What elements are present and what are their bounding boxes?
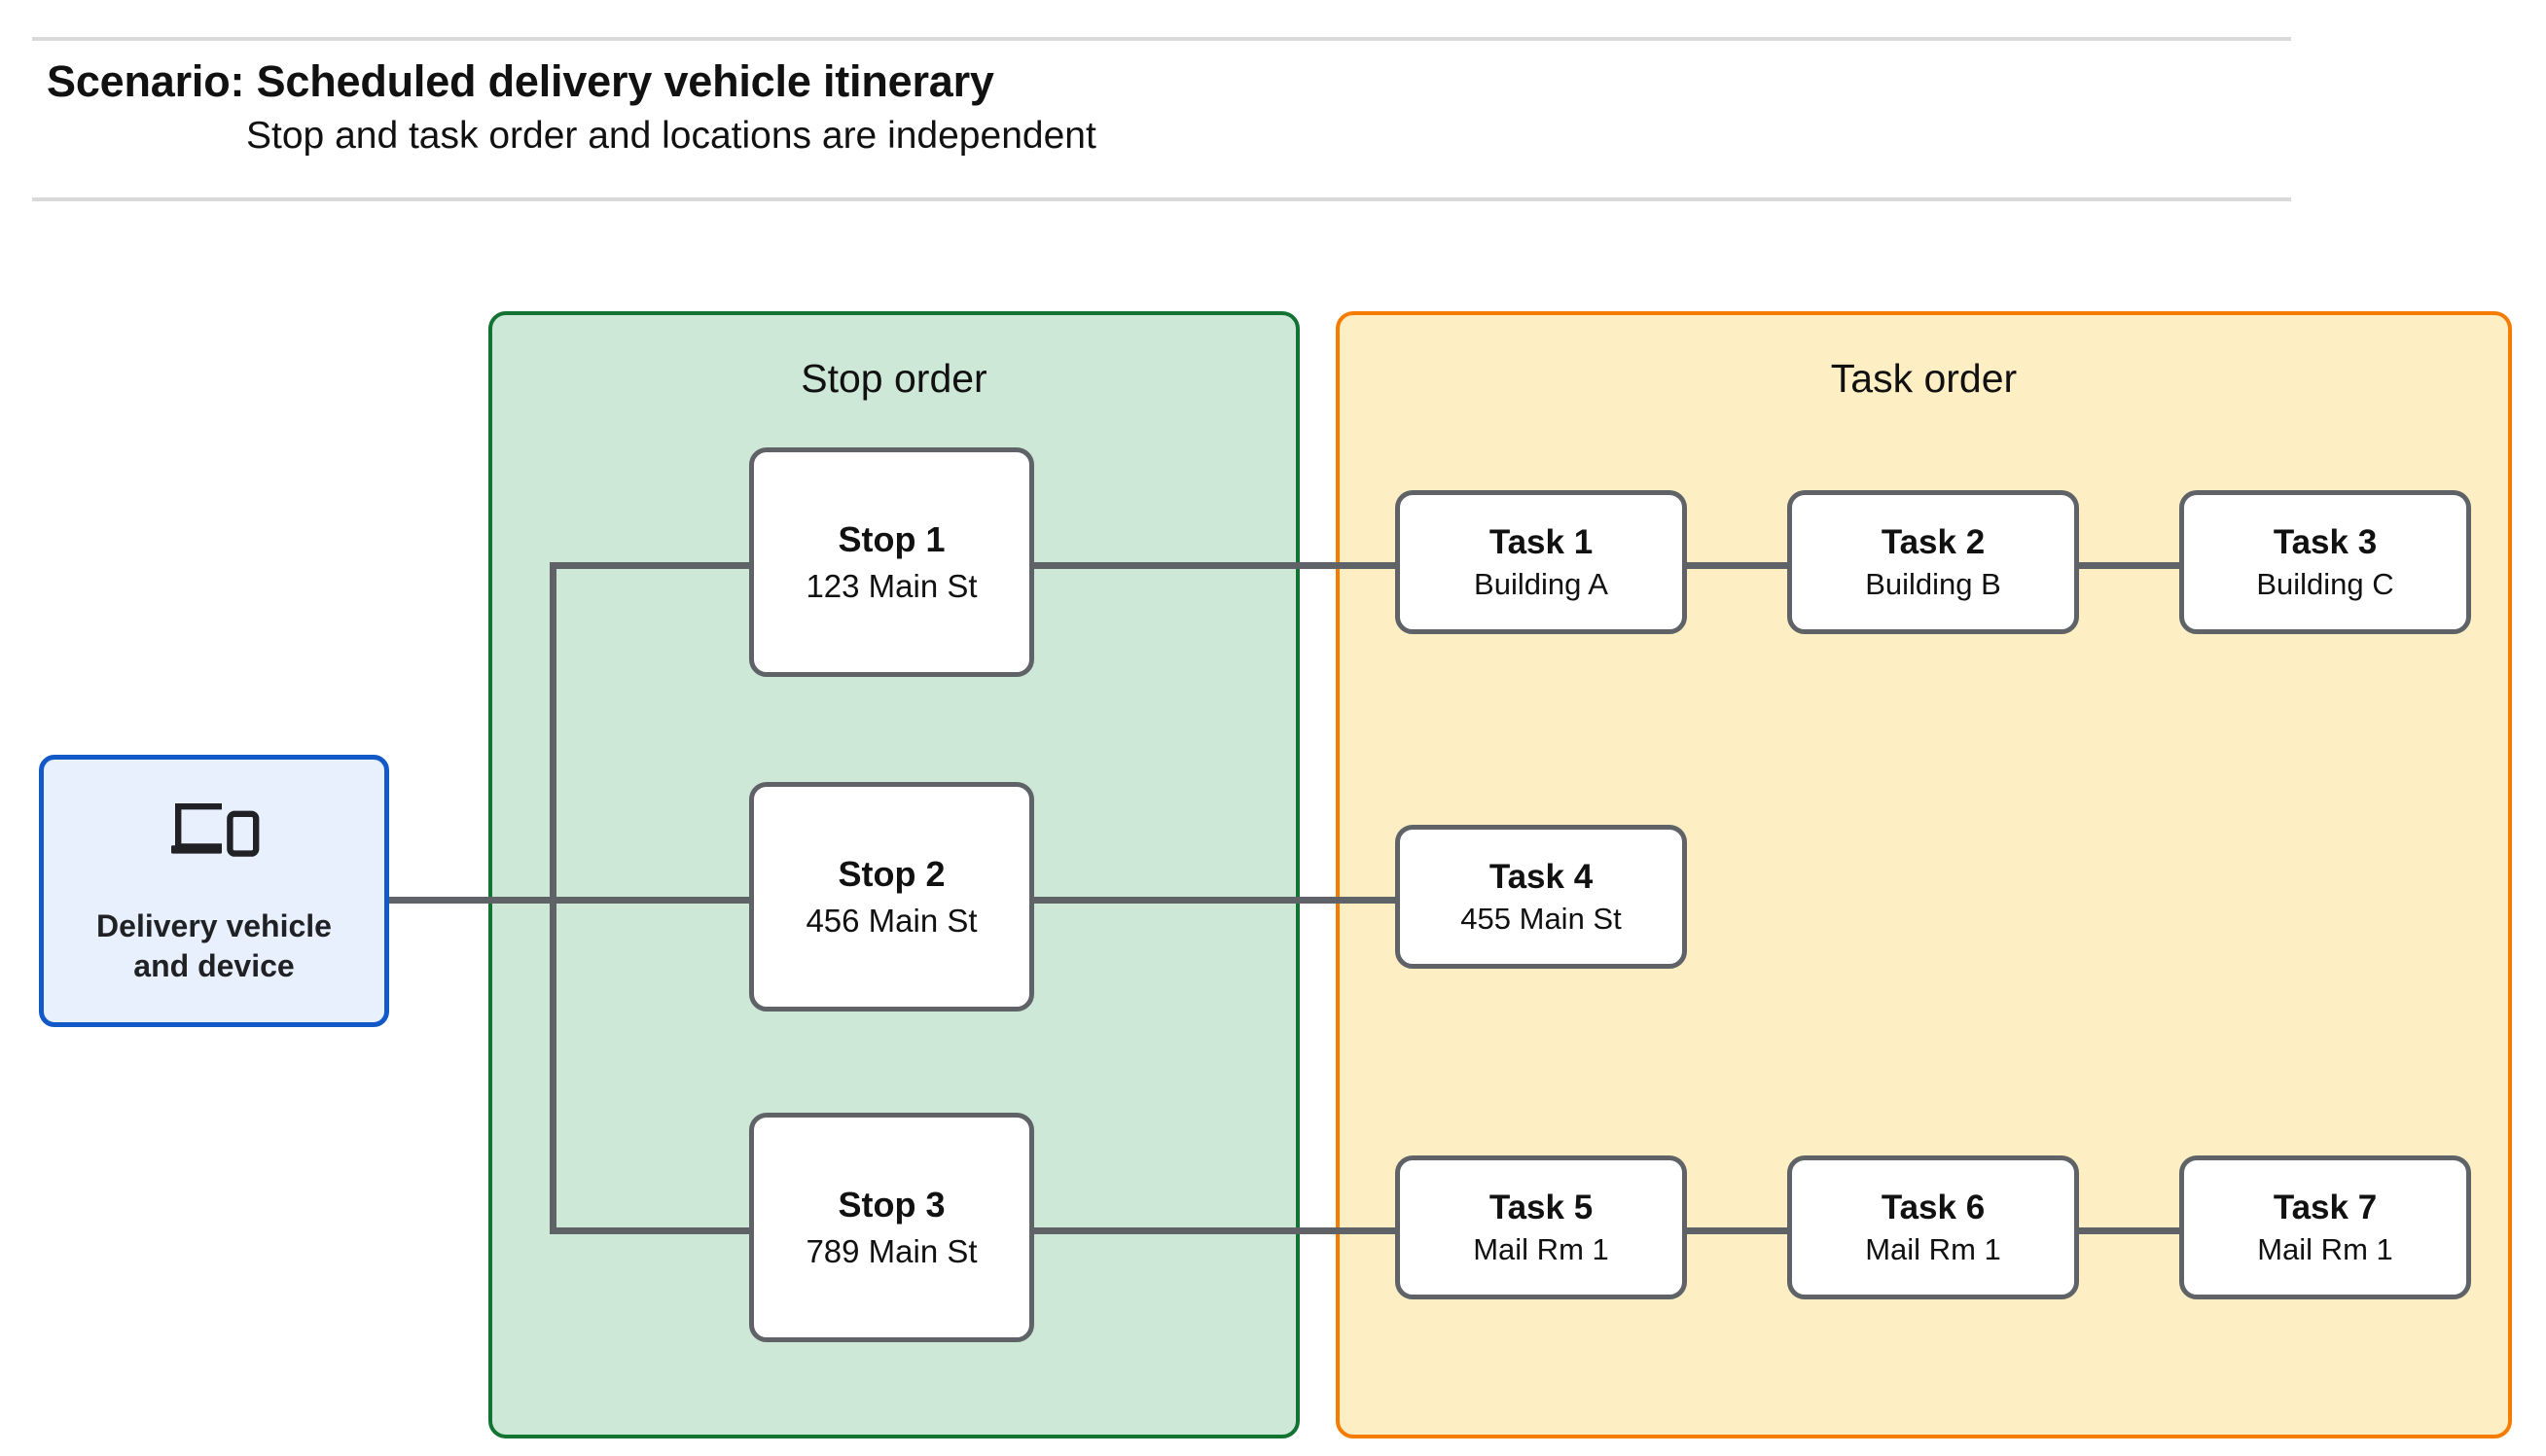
task-node-title: Task 4: [1488, 857, 1594, 896]
task-node-5[interactable]: Task 5 Mail Rm 1: [1395, 1155, 1687, 1299]
device-node-label: Delivery vehicle and device: [96, 908, 332, 983]
delivery-vehicle-and-device-node[interactable]: Delivery vehicle and device: [39, 755, 389, 1027]
task-node-location: Building A: [1474, 566, 1608, 601]
task-node-title: Task 2: [1881, 522, 1986, 561]
task-node-location: Mail Rm 1: [1473, 1231, 1609, 1266]
stop-node-3[interactable]: Stop 3 789 Main St: [749, 1113, 1034, 1342]
task-node-7[interactable]: Task 7 Mail Rm 1: [2179, 1155, 2471, 1299]
task-node-title: Task 7: [2273, 1188, 2378, 1226]
stop-node-address: 456 Main St: [806, 902, 978, 939]
task-node-2[interactable]: Task 2 Building B: [1787, 490, 2079, 634]
connector-task-2-to-task-3: [2070, 562, 2187, 569]
task-node-location: Mail Rm 1: [2257, 1231, 2393, 1266]
laptop-and-phone-icon: [171, 803, 260, 857]
task-node-title: Task 6: [1881, 1188, 1986, 1226]
connector-stop-1-to-task-1: [1026, 562, 1398, 569]
stop-node-1[interactable]: Stop 1 123 Main St: [749, 447, 1034, 677]
stop-node-title: Stop 2: [838, 854, 946, 895]
task-node-1[interactable]: Task 1 Building A: [1395, 490, 1687, 634]
connector-task-5-to-task-6: [1678, 1227, 1795, 1234]
stop-order-group-title: Stop order: [801, 356, 987, 401]
stop-node-title: Stop 1: [838, 519, 946, 560]
task-node-location: Mail Rm 1: [1865, 1231, 2001, 1266]
stop-node-2[interactable]: Stop 2 456 Main St: [749, 782, 1034, 1012]
task-node-4[interactable]: Task 4 455 Main St: [1395, 825, 1687, 969]
connector-stop-3-to-task-5: [1026, 1227, 1398, 1234]
task-node-title: Task 5: [1488, 1188, 1594, 1226]
connector-trunk-to-stop-1: [550, 562, 754, 569]
connector-task-6-to-task-7: [2070, 1227, 2187, 1234]
stop-node-address: 123 Main St: [806, 567, 978, 604]
connector-stop-2-to-task-4: [1026, 897, 1398, 904]
header-divider-top: [32, 37, 2291, 41]
task-node-title: Task 3: [2273, 522, 2378, 561]
stop-node-address: 789 Main St: [806, 1232, 978, 1269]
header-divider-bottom: [32, 197, 2291, 201]
task-node-3[interactable]: Task 3 Building C: [2179, 490, 2471, 634]
task-node-location: 455 Main St: [1460, 901, 1622, 936]
connector-device-to-trunk: [389, 897, 556, 904]
page-subtitle: Stop and task order and locations are in…: [246, 115, 1096, 157]
stop-node-title: Stop 3: [838, 1185, 946, 1225]
page-title: Scenario: Scheduled delivery vehicle iti…: [47, 56, 994, 106]
connector-trunk-to-stop-3: [550, 1227, 754, 1234]
task-node-title: Task 1: [1488, 522, 1594, 561]
task-order-group-title: Task order: [1830, 356, 2018, 401]
task-node-6[interactable]: Task 6 Mail Rm 1: [1787, 1155, 2079, 1299]
task-node-location: Building C: [2256, 566, 2394, 601]
connector-task-1-to-task-2: [1678, 562, 1795, 569]
connector-trunk-to-stop-2: [550, 897, 754, 904]
task-node-location: Building B: [1865, 566, 2001, 601]
